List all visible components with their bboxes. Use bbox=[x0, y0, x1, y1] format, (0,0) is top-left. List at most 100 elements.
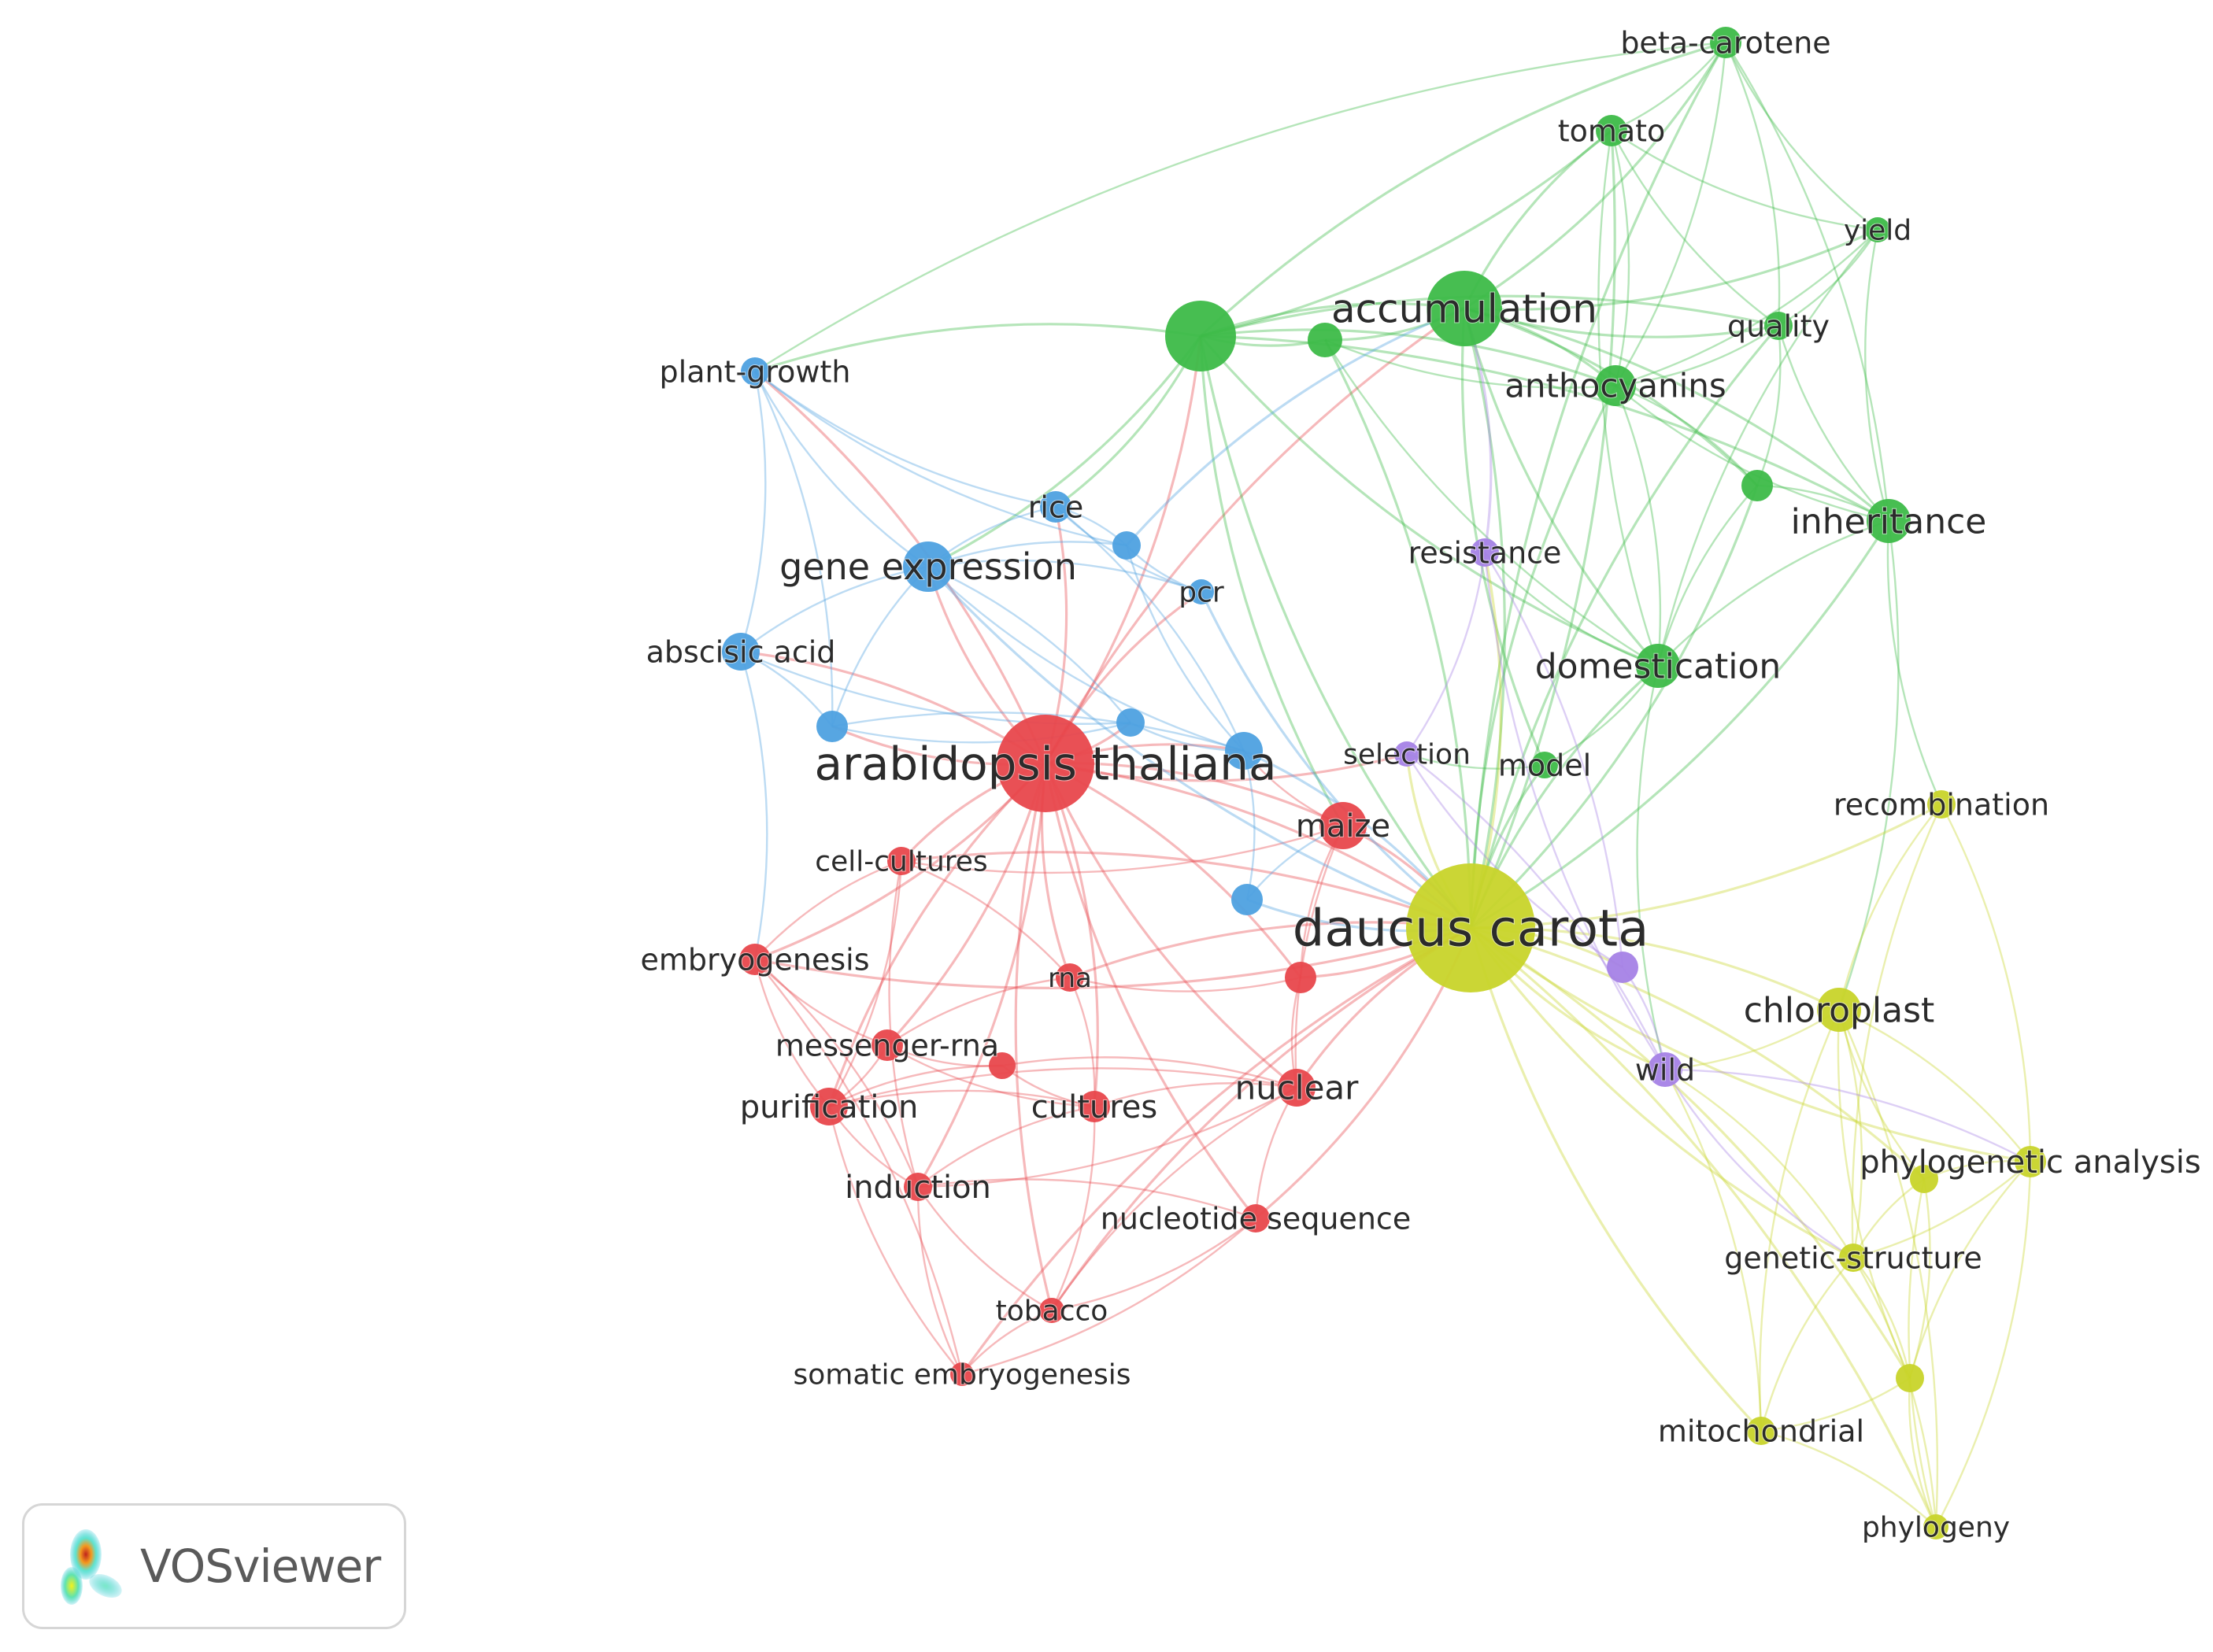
label-tobacco[interactable]: tobacco bbox=[995, 1295, 1109, 1329]
node-mitochondrial[interactable] bbox=[1747, 1417, 1775, 1445]
node-green_small[interactable] bbox=[1308, 323, 1342, 357]
node-betacarotene[interactable] bbox=[1710, 27, 1741, 58]
node-blue_u4[interactable] bbox=[1225, 732, 1263, 770]
label-betacarotene[interactable]: beta-carotene bbox=[1619, 24, 1831, 61]
link-edge bbox=[1615, 325, 1779, 387]
label-resistance[interactable]: resistance bbox=[1408, 534, 1563, 571]
link-edge bbox=[1469, 927, 1854, 1259]
node-model[interactable] bbox=[1531, 752, 1558, 778]
node-yellow_u1[interactable] bbox=[1910, 1165, 1938, 1193]
label-geneexpression[interactable]: gene expression bbox=[779, 545, 1078, 589]
node-red_u1[interactable] bbox=[1285, 962, 1316, 993]
label-recombination[interactable]: recombination bbox=[1833, 786, 2050, 822]
node-purple_u1[interactable] bbox=[1607, 952, 1638, 983]
node-phyloanalysis[interactable] bbox=[2015, 1146, 2046, 1177]
link-edge bbox=[827, 762, 1047, 1107]
node-rice[interactable] bbox=[1040, 491, 1071, 523]
label-purification[interactable]: purification bbox=[739, 1088, 920, 1126]
label-somatic[interactable]: somatic embryogenesis bbox=[793, 1358, 1132, 1392]
label-plantgrowth[interactable]: plant-growth bbox=[659, 353, 852, 390]
node-maize[interactable] bbox=[1319, 802, 1367, 849]
node-blue_u5[interactable] bbox=[1231, 884, 1263, 915]
node-blue_u3[interactable] bbox=[1116, 708, 1145, 737]
label-geneticstructure[interactable]: genetic-structure bbox=[1723, 1240, 1982, 1276]
node-rna[interactable] bbox=[1056, 963, 1084, 992]
label-yield[interactable]: yield bbox=[1843, 214, 1912, 248]
node-chloroplast[interactable] bbox=[1817, 988, 1861, 1032]
link-edge bbox=[1050, 926, 1471, 1311]
label-tomato[interactable]: tomato bbox=[1557, 113, 1667, 149]
label-phyloanalysis[interactable]: phylogenetic analysis bbox=[1859, 1144, 2201, 1181]
label-wild[interactable]: wild bbox=[1634, 1051, 1696, 1088]
node-blue_u2[interactable] bbox=[816, 711, 848, 742]
link-edge bbox=[754, 926, 1471, 989]
link-edge bbox=[827, 1106, 963, 1375]
node-yellow_u2[interactable] bbox=[1896, 1364, 1924, 1392]
label-rice[interactable]: rice bbox=[1027, 489, 1084, 525]
label-nucleotide[interactable]: nucleotide sequence bbox=[1100, 1200, 1412, 1236]
label-domestication[interactable]: domestication bbox=[1534, 645, 1782, 687]
link-edge bbox=[1886, 520, 1943, 805]
node-wild[interactable] bbox=[1648, 1052, 1682, 1087]
node-daucus[interactable] bbox=[1406, 863, 1535, 992]
node-blue_u1[interactable] bbox=[1112, 531, 1141, 560]
node-geneticstructure[interactable] bbox=[1839, 1244, 1867, 1272]
node-resistance[interactable] bbox=[1471, 538, 1499, 567]
label-phylogeny[interactable]: phylogeny bbox=[1861, 1511, 2011, 1545]
node-arabidopsis[interactable] bbox=[997, 715, 1094, 812]
node-embryogenesis[interactable] bbox=[739, 944, 771, 975]
node-green_u3[interactable] bbox=[1741, 470, 1773, 501]
node-cellcultures[interactable] bbox=[887, 847, 916, 875]
label-cellcultures[interactable]: cell-cultures bbox=[814, 845, 988, 879]
node-nucleotide[interactable] bbox=[1242, 1204, 1270, 1233]
node-phylogeny[interactable] bbox=[1923, 1514, 1948, 1539]
label-selection[interactable]: selection bbox=[1342, 738, 1471, 772]
node-green_big[interactable] bbox=[1165, 301, 1236, 371]
label-inheritance[interactable]: inheritance bbox=[1790, 501, 1988, 542]
label-accumulation[interactable]: accumulation bbox=[1330, 286, 1598, 333]
node-inheritance[interactable] bbox=[1867, 499, 1911, 543]
node-recombination[interactable] bbox=[1927, 790, 1956, 819]
link-edge bbox=[1125, 545, 1245, 752]
label-abscisic[interactable]: abscisic acid bbox=[646, 634, 837, 670]
link-edge bbox=[917, 1178, 1256, 1220]
node-pcr[interactable] bbox=[1189, 579, 1214, 604]
node-tobacco[interactable] bbox=[1039, 1298, 1064, 1323]
label-chloroplast[interactable]: chloroplast bbox=[1743, 989, 1936, 1031]
node-nuclear[interactable] bbox=[1278, 1069, 1316, 1107]
label-maize[interactable]: maize bbox=[1295, 808, 1391, 845]
node-domestication[interactable] bbox=[1636, 644, 1680, 688]
label-daucus[interactable]: daucus carota bbox=[1292, 899, 1650, 959]
label-cultures[interactable]: cultures bbox=[1031, 1088, 1159, 1126]
node-red_u2[interactable] bbox=[989, 1052, 1016, 1079]
label-quality[interactable]: quality bbox=[1726, 308, 1830, 344]
link-edge bbox=[1050, 1106, 1096, 1311]
node-cultures[interactable] bbox=[1079, 1091, 1110, 1122]
label-mitochondrial[interactable]: mitochondrial bbox=[1657, 1413, 1865, 1449]
node-accumulation[interactable] bbox=[1427, 271, 1502, 346]
label-messengerrna[interactable]: messenger-rna bbox=[775, 1027, 1000, 1063]
node-yield[interactable] bbox=[1865, 217, 1890, 242]
node-tomato[interactable] bbox=[1596, 115, 1627, 146]
link-edge bbox=[1636, 665, 1667, 1070]
node-anthocyanins[interactable] bbox=[1595, 365, 1636, 406]
node-quality[interactable] bbox=[1764, 312, 1793, 340]
link-edge bbox=[1837, 1009, 1939, 1528]
node-messengerrna[interactable] bbox=[872, 1029, 903, 1061]
node-induction[interactable] bbox=[904, 1173, 932, 1201]
label-induction[interactable]: induction bbox=[844, 1169, 992, 1207]
label-nuclear[interactable]: nuclear bbox=[1234, 1068, 1360, 1108]
node-purification[interactable] bbox=[810, 1088, 848, 1125]
label-arabidopsis[interactable]: arabidopsis thaliana bbox=[813, 736, 1277, 791]
label-pcr[interactable]: pcr bbox=[1178, 576, 1225, 610]
label-embryogenesis[interactable]: embryogenesis bbox=[640, 941, 871, 978]
label-rna[interactable]: rna bbox=[1047, 962, 1093, 995]
node-selection[interactable] bbox=[1394, 741, 1419, 767]
node-geneexpression[interactable] bbox=[903, 541, 953, 592]
node-plantgrowth[interactable] bbox=[741, 357, 769, 386]
node-somatic[interactable] bbox=[950, 1362, 974, 1386]
label-model[interactable]: model bbox=[1497, 747, 1592, 783]
label-anthocyanins[interactable]: anthocyanins bbox=[1504, 366, 1727, 406]
node-abscisic[interactable] bbox=[722, 633, 760, 671]
